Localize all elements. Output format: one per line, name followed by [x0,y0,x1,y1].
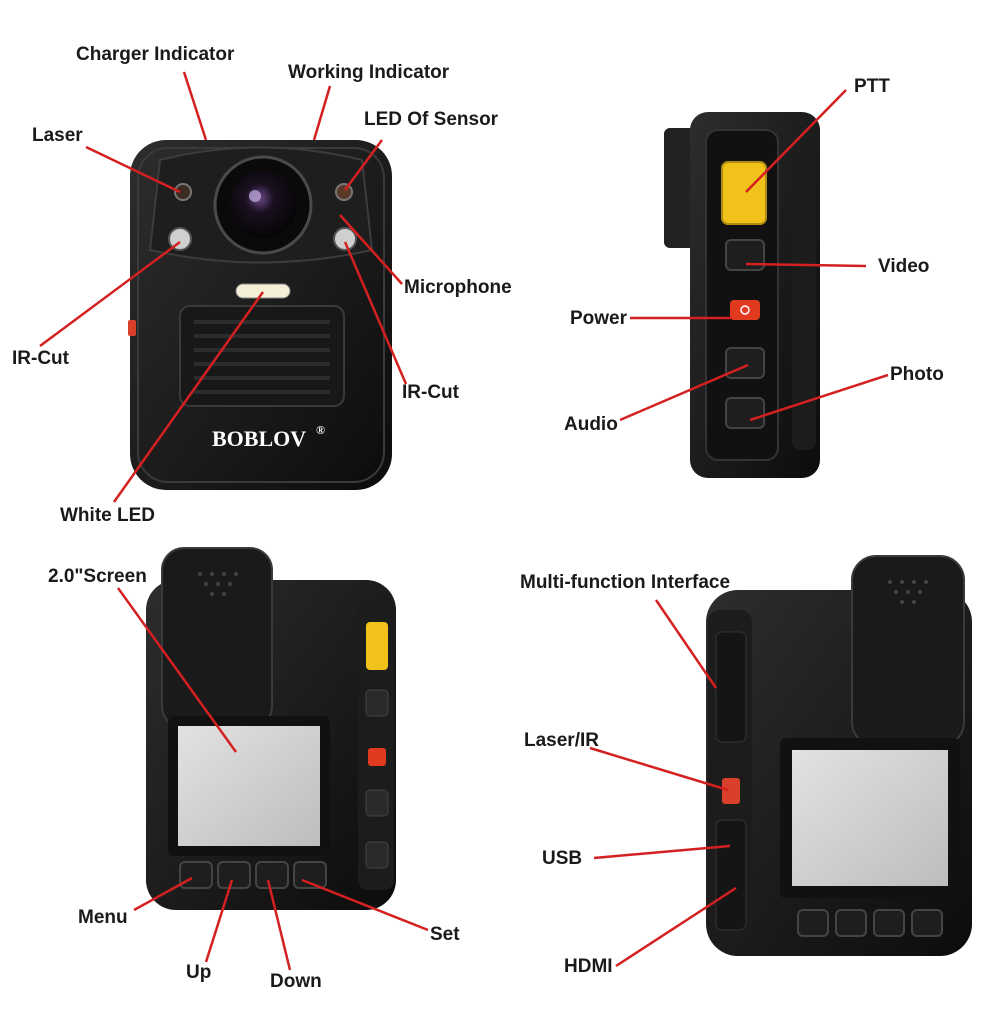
callout-line-working [312,85,332,141]
callout-line-microphone [339,214,403,285]
camera-back-view-left [146,547,396,910]
label-set: Set [430,924,460,945]
label-multi-function-interface: Multi-function Interface [520,572,731,593]
callout-line-set [301,878,429,932]
label-laser-ir: Laser/IR [524,730,599,751]
callout-line-ircut-left [39,240,181,348]
label-led-of-sensor: LED Of Sensor [364,109,499,130]
camera-front-view: BOBLOV ® [128,140,392,490]
audio-button [725,347,765,379]
label-laser: Laser [32,125,83,146]
callout-line-video [745,262,867,268]
photo-button [725,397,765,429]
callout-line-multi-function [654,599,718,689]
callout-line-charger [182,71,208,141]
label-audio: Audio [564,414,618,435]
label-down: Down [270,971,322,992]
callout-line-up [204,879,234,963]
callout-line-led-sensor [343,139,384,191]
callout-line-laser [85,145,181,194]
label-power: Power [570,308,628,329]
callout-line-menu [133,876,193,912]
label-ir-cut-right: IR-Cut [402,382,459,403]
screen [178,726,320,846]
label-microphone: Microphone [404,277,512,298]
power-button [730,300,760,320]
label-charger-indicator: Charger Indicator [76,44,235,65]
camera-side-view [664,112,820,478]
label-usb: USB [542,848,583,869]
callout-line-hdmi [615,886,737,968]
label-up: Up [186,962,212,983]
callout-line-ptt [745,89,847,193]
callout-line-white-led [112,291,265,503]
label-white-led: White LED [60,505,155,526]
callout-line-usb [593,844,731,860]
label-hdmi: HDMI [564,956,613,977]
callout-line-ircut-right [343,241,408,385]
callout-line-photo [749,373,889,422]
brand-logo: BOBLOV [212,426,306,451]
brand-registered-mark: ® [316,423,325,437]
ptt-button [721,161,767,225]
label-screen: 2.0"Screen [48,566,147,587]
callout-lines [39,71,889,971]
label-video: Video [878,256,930,277]
callout-line-down [266,879,292,971]
callout-line-screen [116,587,238,753]
label-ptt: PTT [854,76,890,97]
label-ir-cut-left: IR-Cut [12,348,69,369]
label-photo: Photo [890,364,944,385]
video-button [725,239,765,271]
label-working-indicator: Working Indicator [288,62,450,83]
callout-line-laser-ir [589,746,729,792]
label-menu: Menu [78,907,128,928]
callout-line-audio [619,363,749,422]
camera-back-view-right [706,555,972,956]
